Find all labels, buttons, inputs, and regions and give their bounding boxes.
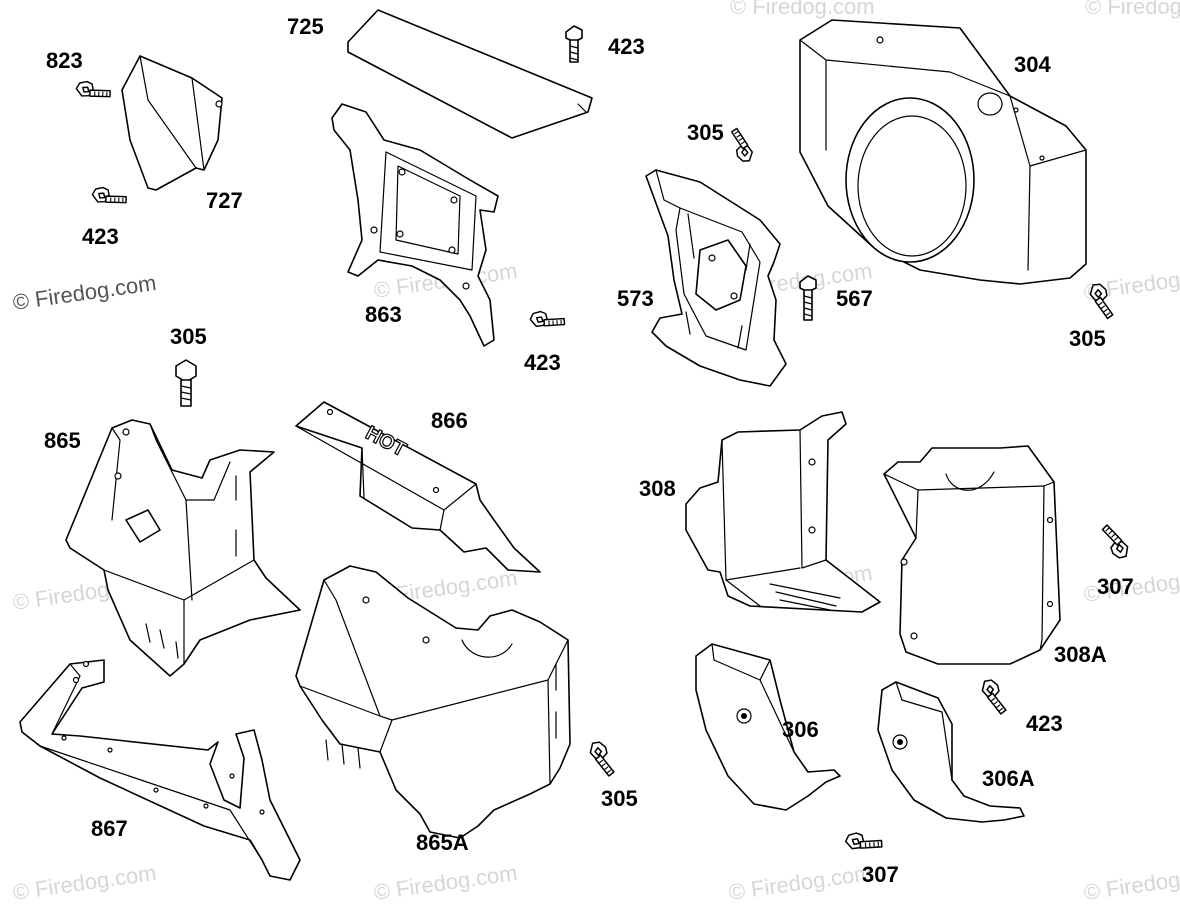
part-823-bolt: 823 xyxy=(46,48,114,109)
part-727-deflector: 727 xyxy=(121,55,243,213)
watermark-bottom-far-right: © Firedog.com xyxy=(1082,860,1180,905)
label-865: 865 xyxy=(44,428,81,453)
label-305-upper: 305 xyxy=(687,120,724,145)
part-867-base-bracket: 867 xyxy=(19,659,301,881)
part-308-cylinder-shroud: 308 xyxy=(639,411,881,613)
part-305-bolt-bottom: 305 xyxy=(582,739,638,811)
label-305-right: 305 xyxy=(1069,326,1106,351)
watermark-bottom-left: © Firedog.com xyxy=(11,860,158,905)
label-307-right: 307 xyxy=(1097,574,1134,599)
part-306-lower-shroud: 306 xyxy=(695,643,841,811)
label-423-left: 423 xyxy=(82,224,119,249)
label-308: 308 xyxy=(639,476,676,501)
watermark-top-right: © Firedog.com xyxy=(730,0,875,19)
part-305-bolt-left: 305 xyxy=(170,324,207,407)
part-307-bolt-right: 307 xyxy=(1094,523,1135,599)
label-567: 567 xyxy=(836,286,873,311)
label-867: 867 xyxy=(91,816,128,841)
label-573: 573 xyxy=(617,286,654,311)
part-306a-lower-shroud: 306A xyxy=(877,681,1035,823)
part-725-cover-plate: 725 xyxy=(287,9,593,139)
part-423-bolt-top: 423 xyxy=(565,25,645,63)
label-305-left: 305 xyxy=(170,324,207,349)
part-573-air-baffle: 573 xyxy=(617,169,787,387)
label-866: 866 xyxy=(431,408,468,433)
label-727: 727 xyxy=(206,188,243,213)
part-307-bolt-bottom: 307 xyxy=(843,821,899,887)
part-308a-cylinder-shroud: 308A xyxy=(883,445,1107,667)
label-823: 823 xyxy=(46,48,83,73)
label-306a: 306A xyxy=(982,766,1035,791)
part-567-bolt: 567 xyxy=(799,275,873,321)
label-308a: 308A xyxy=(1054,642,1107,667)
label-423-bottom: 423 xyxy=(1026,711,1063,736)
watermark-bottom-center: © Firedog.com xyxy=(372,860,519,905)
label-865a: 865A xyxy=(416,830,469,855)
label-725: 725 xyxy=(287,14,324,39)
watermark-bottom-right: © Firedog.com xyxy=(727,860,874,905)
part-423-bolt-left: 423 xyxy=(82,177,130,249)
part-863-mounting-bracket: 863 xyxy=(331,103,499,347)
part-305-bolt-right: 305 xyxy=(1069,280,1124,351)
label-305-bottom: 305 xyxy=(601,786,638,811)
label-304: 304 xyxy=(1014,52,1051,77)
part-423-bolt-863: 423 xyxy=(524,300,568,375)
part-423-bolt-bottom: 423 xyxy=(974,677,1063,736)
label-423-863: 423 xyxy=(524,350,561,375)
part-866-hot-shield: HOT 866 xyxy=(295,401,541,573)
watermark-top-far-right: © Firedog.com xyxy=(1085,0,1180,19)
part-304-blower-housing: 304 xyxy=(799,19,1087,285)
part-865a-cylinder-shroud: 865A xyxy=(295,565,571,855)
label-306: 306 xyxy=(782,717,819,742)
label-863: 863 xyxy=(365,302,402,327)
label-307-bottom: 307 xyxy=(862,862,899,887)
watermark-left: © Firedog.com xyxy=(11,270,158,315)
part-865-cylinder-shroud: 865 xyxy=(44,419,301,677)
label-423-top: 423 xyxy=(608,34,645,59)
part-305-bolt-upper: 305 xyxy=(687,120,761,165)
